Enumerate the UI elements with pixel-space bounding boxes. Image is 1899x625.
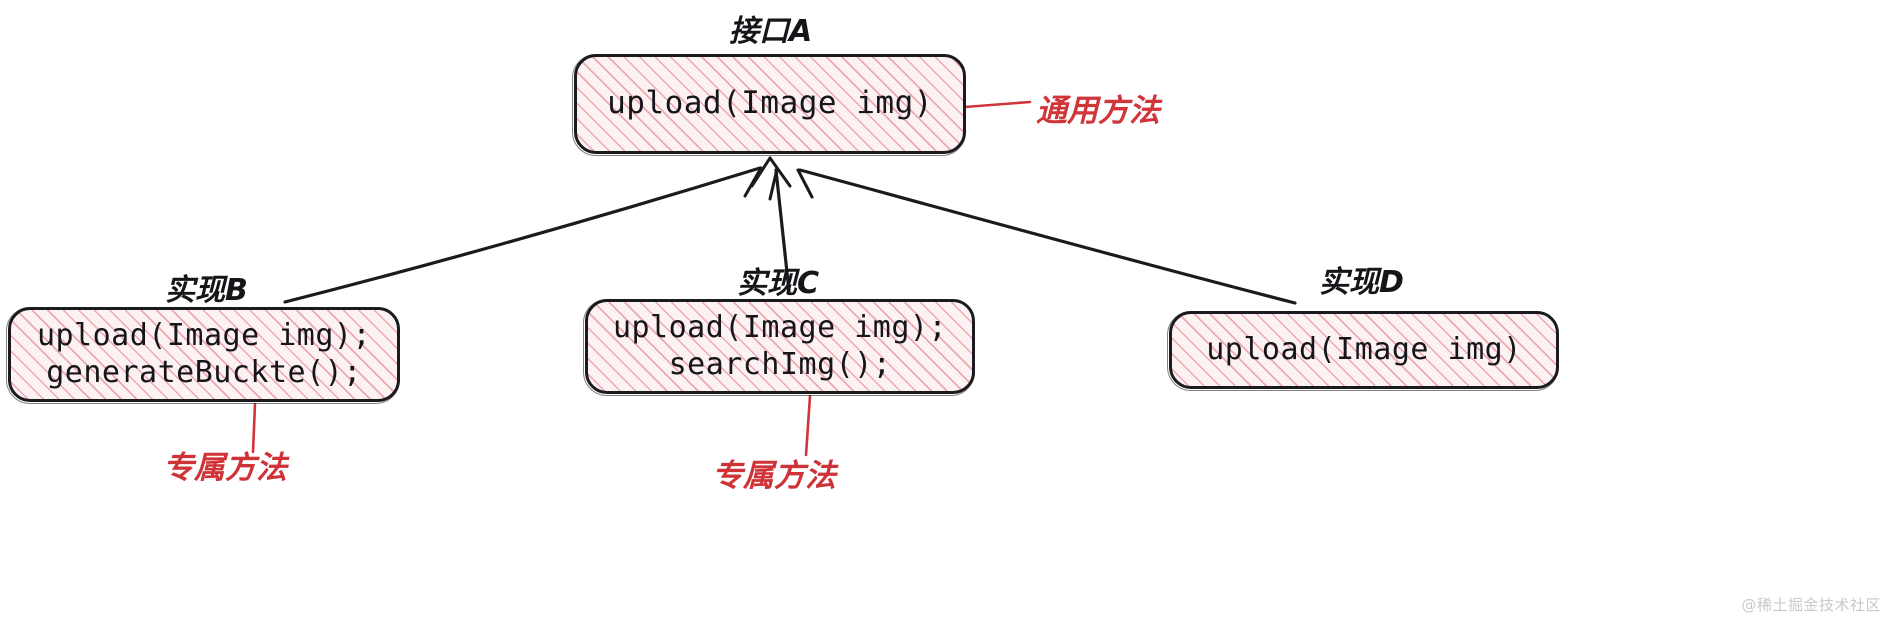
node-b-title: 实现B	[165, 273, 248, 308]
node-a-title: 接口A	[729, 14, 813, 49]
leader-line-b	[251, 402, 257, 454]
arrow-d-to-a	[798, 168, 1297, 305]
node-c-title: 实现C	[737, 266, 820, 301]
watermark: @稀土掘金技术社区	[1741, 596, 1881, 614]
implementation-node-b[interactable]: upload(Image img); generateBuckte();	[6, 307, 400, 404]
arrow-c-to-a	[774, 168, 791, 293]
annotation-exclusive-method-b: 专属方法	[163, 450, 287, 486]
leader-line-c	[804, 394, 812, 457]
node-c-method-1: upload(Image img);	[612, 309, 948, 345]
implementation-node-d[interactable]: upload(Image img)	[1167, 311, 1559, 391]
node-b-method-2: generateBuckte();	[46, 354, 362, 390]
node-d-title: 实现D	[1319, 265, 1404, 300]
annotation-exclusive-method-c: 专属方法	[712, 458, 836, 494]
node-b-method-1: upload(Image img);	[36, 317, 372, 353]
annotation-common-method: 通用方法	[1036, 93, 1160, 129]
arrow-b-to-a	[283, 166, 762, 304]
node-c-method-2: searchImg();	[668, 346, 892, 382]
implementation-node-c[interactable]: upload(Image img); searchImg();	[583, 299, 975, 396]
interface-node-a[interactable]: upload(Image img)	[572, 54, 966, 156]
node-d-method-1: upload(Image img)	[1206, 331, 1522, 367]
node-a-method-1: upload(Image img)	[607, 85, 933, 122]
